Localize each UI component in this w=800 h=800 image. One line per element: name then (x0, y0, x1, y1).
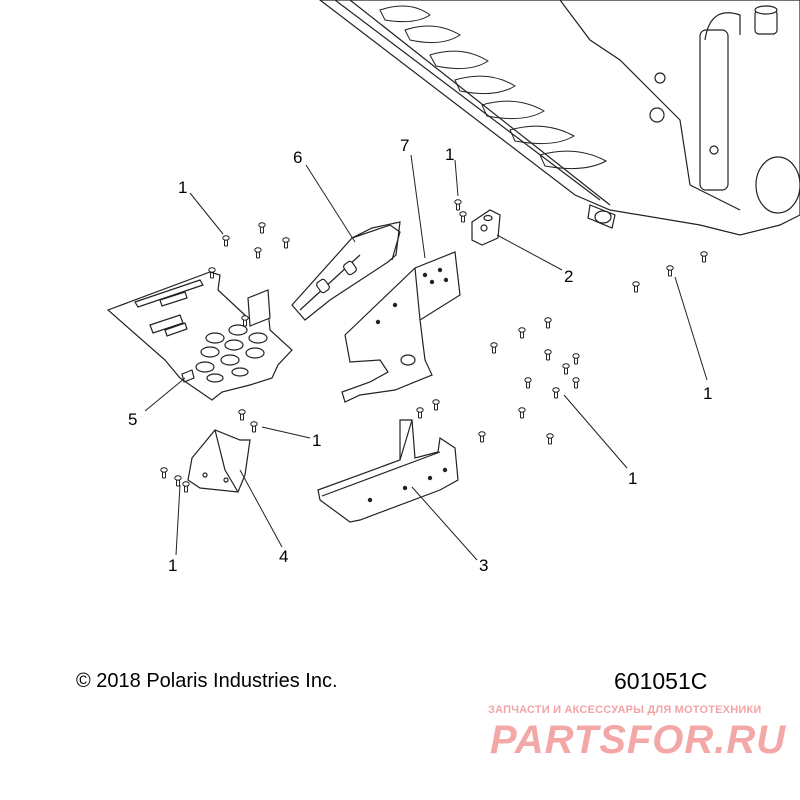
callout-5: 5 (128, 410, 137, 429)
callout-1-top: 1 (445, 145, 454, 164)
leader-lines (144, 154, 708, 561)
part-3-long-bracket (317, 419, 459, 523)
callout-1-topleft: 1 (178, 178, 187, 197)
callout-6: 6 (293, 148, 302, 167)
callout-1-right: 1 (703, 384, 712, 403)
callout-4: 4 (279, 547, 288, 566)
callout-1-bottom-left: 1 (168, 556, 177, 575)
part-4-angle-bracket (187, 429, 251, 493)
part-7-bracket (341, 251, 461, 403)
callout-1-center-right: 1 (628, 469, 637, 488)
part-6-hinge-bracket (291, 221, 401, 321)
watermark-tagline: ЗАПЧАСТИ И АКСЕССУАРЫ ДЛЯ МОТОТЕХНИКИ (488, 704, 762, 716)
copyright-text: © 2018 Polaris Industries Inc. (76, 670, 338, 692)
part-2-tab-bracket (471, 209, 501, 246)
frame-footrest-assembly (319, 0, 800, 236)
figure-number: 601051C (614, 668, 708, 694)
callout-2: 2 (564, 267, 573, 286)
callout-7: 7 (400, 136, 409, 155)
watermark-logo: PARTSFOR.RU (490, 718, 787, 762)
callout-1-center: 1 (312, 431, 321, 450)
part-5-footrest-plate (106, 271, 293, 401)
callout-labels: 1 1 1 1 1 1 2 3 4 5 6 7 (128, 136, 712, 575)
callout-3: 3 (479, 556, 488, 575)
